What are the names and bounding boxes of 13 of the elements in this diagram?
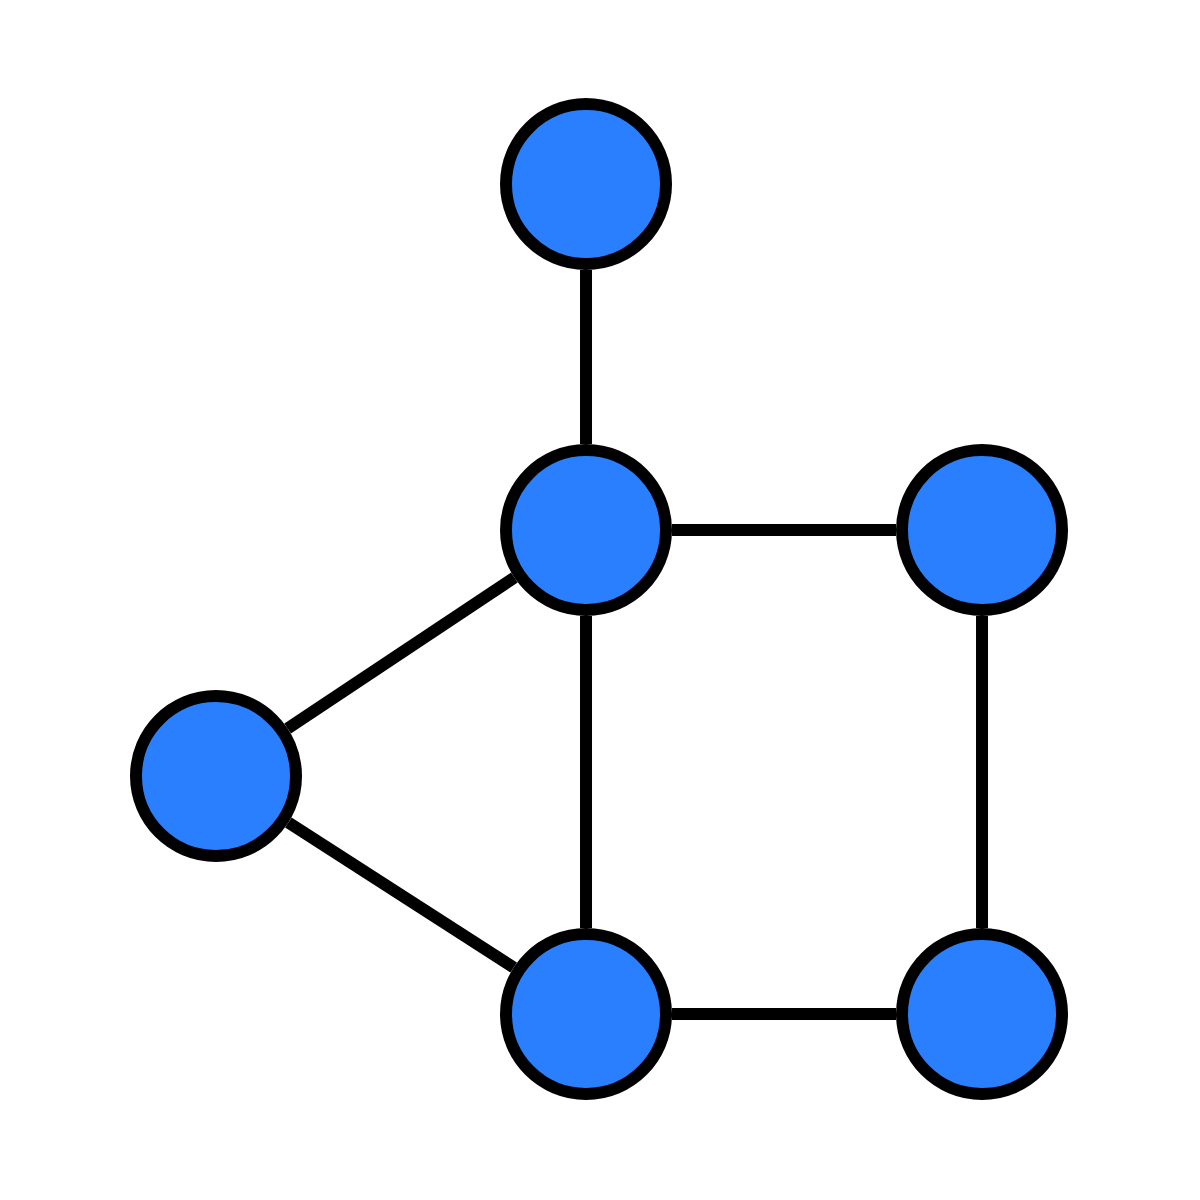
- circle-node: [500, 444, 672, 616]
- edge-line: [580, 616, 592, 928]
- edge-line: [976, 616, 988, 928]
- circle-node: [896, 928, 1068, 1100]
- edge-line: [672, 524, 896, 536]
- edge-line: [580, 270, 592, 444]
- circle-node: [896, 444, 1068, 616]
- circle-node: [130, 690, 302, 862]
- circle-node: [500, 98, 672, 270]
- edge-line: [672, 1008, 896, 1020]
- edge-line: [285, 817, 517, 973]
- edge-line: [284, 572, 518, 734]
- circle-node: [500, 928, 672, 1100]
